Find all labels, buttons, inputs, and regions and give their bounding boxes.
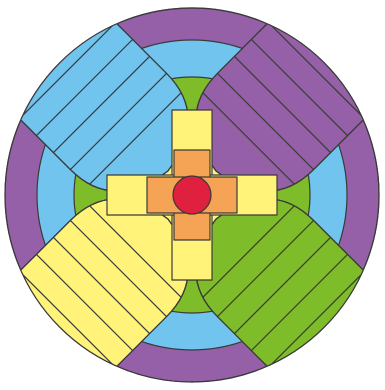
red-center xyxy=(173,176,211,214)
